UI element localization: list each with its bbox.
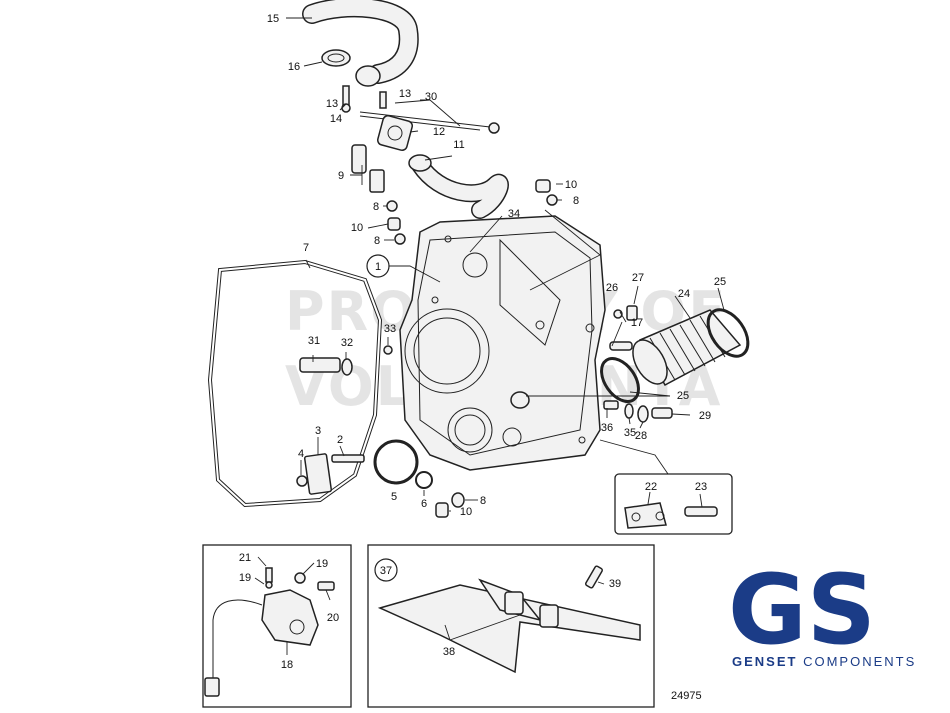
clamp-25-lower	[600, 357, 640, 403]
callout-22: 22	[645, 481, 657, 493]
callout-38: 38	[443, 646, 455, 658]
callout-20: 20	[327, 612, 339, 624]
inset-37-38-39	[367, 544, 655, 708]
bolt-9	[351, 144, 385, 193]
bracket-2-3-4	[296, 453, 365, 495]
callout-2: 2	[337, 434, 343, 446]
callout-8-b: 8	[374, 235, 380, 247]
callout-23: 23	[695, 481, 707, 493]
callout-35: 35	[624, 427, 636, 439]
callout-10-c: 10	[460, 506, 472, 518]
logo-wordmark: GENSET COMPONENTS	[732, 654, 916, 669]
callout-14: 14	[330, 113, 342, 125]
callout-9: 9	[338, 170, 344, 182]
callout-39: 39	[609, 578, 621, 590]
callout-27: 27	[632, 272, 644, 284]
o-ring-6	[415, 471, 433, 489]
bolt-31-washer-32-33	[299, 345, 393, 376]
callout-34: 34	[508, 208, 520, 220]
gasket-7	[207, 259, 383, 508]
callout-19-b: 19	[316, 558, 328, 570]
callout-29: 29	[699, 410, 711, 422]
callout-8-d: 8	[480, 495, 486, 507]
callout-circle-1	[366, 254, 390, 278]
figure-number: 24975	[671, 690, 702, 702]
detail-box-22-23	[599, 439, 733, 535]
hose-clamp-16	[321, 49, 351, 67]
callout-8-c: 8	[573, 195, 579, 207]
o-ring-5	[373, 439, 419, 485]
callout-17: 17	[631, 317, 643, 329]
callout-labels: 1 2 3 4 5 6 7 8 8 8 8 9 10 10 10 11 12 1…	[239, 13, 726, 702]
callout-13-a: 13	[326, 98, 338, 110]
callout-26: 26	[606, 282, 618, 294]
callout-15: 15	[267, 13, 279, 25]
callout-11: 11	[453, 139, 464, 151]
callout-1: 1	[375, 261, 381, 273]
bellows-24	[632, 309, 742, 387]
callout-8-a: 8	[373, 201, 379, 213]
callout-37: 37	[380, 565, 392, 577]
callout-circle-37	[374, 558, 398, 582]
hose-11	[408, 154, 509, 219]
callout-6: 6	[421, 498, 427, 510]
clamp-25-upper	[706, 308, 750, 358]
genset-components-logo: GS GENSET COMPONENTS	[728, 554, 916, 669]
sensor-12	[377, 115, 413, 151]
leader-lines	[254, 17, 725, 655]
callout-10-a: 10	[351, 222, 363, 234]
callout-28: 28	[635, 430, 647, 442]
housing-1	[399, 215, 606, 471]
callout-30: 30	[425, 91, 437, 103]
callout-10-b: 10	[565, 179, 577, 191]
callout-5: 5	[391, 491, 397, 503]
callout-33: 33	[384, 323, 396, 335]
callout-21: 21	[239, 552, 251, 564]
callout-31: 31	[308, 335, 320, 347]
hose-15	[302, 0, 419, 87]
logo-word-bold: GENSET	[732, 654, 797, 669]
callout-13-b: 13	[399, 88, 411, 100]
parts-28-29-35-36	[603, 400, 673, 423]
callout-32: 32	[341, 337, 353, 349]
logo-mark: GS	[728, 554, 876, 666]
plug-8-10-right	[535, 179, 558, 206]
washer-26-bolt-27	[613, 305, 638, 321]
callout-4: 4	[298, 448, 304, 460]
callout-18: 18	[281, 659, 293, 671]
inset-18-21	[202, 544, 352, 708]
callout-7: 7	[303, 242, 309, 254]
plug-8-10-bottom	[435, 492, 465, 518]
callout-12: 12	[433, 126, 445, 138]
plug-8-10-left	[386, 200, 406, 245]
screw-13-14	[341, 85, 387, 113]
callout-36: 36	[601, 422, 613, 434]
callout-3: 3	[315, 425, 321, 437]
logo-word: COMPONENTS	[797, 654, 916, 669]
callout-19-a: 19	[239, 572, 251, 584]
callout-24: 24	[678, 288, 690, 300]
callout-25-a: 25	[714, 276, 726, 288]
cable-30	[359, 111, 500, 134]
callout-25-b: 25	[677, 390, 689, 402]
callout-16: 16	[288, 61, 300, 73]
pin-17	[609, 341, 633, 351]
